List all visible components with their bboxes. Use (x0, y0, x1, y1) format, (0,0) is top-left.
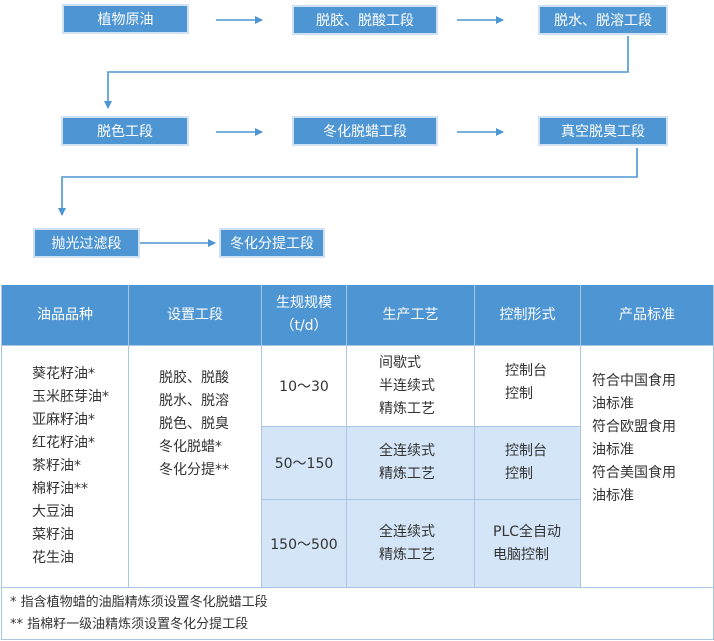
flow-connectors (58, 16, 638, 247)
control-line: 控制台 (505, 363, 547, 379)
standard-line: 符合中国食用 (592, 373, 676, 389)
footnote-area: * 指含植物蜡的油脂精炼须设置冬化脱蜡工段 ** 指棉籽一级油精炼须设置冬化分提… (1, 588, 714, 640)
oil-type-item: 花生油 (32, 550, 74, 566)
scale-value: 150～500 (270, 536, 338, 553)
process-cell-2: 全连续式 精炼工艺 (347, 427, 475, 500)
scale-value: 10～30 (279, 379, 329, 395)
oil-type-item: 大豆油 (32, 504, 74, 520)
connector-row1-row2 (104, 36, 629, 109)
header-oil-type: 油品品种 (1, 285, 129, 346)
section-item: 冬化脱蜡* (159, 439, 222, 455)
section-item: 脱水、脱溶 (159, 393, 229, 409)
process-line: 半连续式 (379, 377, 435, 394)
process-table: 油品品种 设置工段 生规规模 （t/d） 生产工艺 控制形式 产品标准 葵花籽油… (1, 285, 714, 640)
process-line: 全连续式 (379, 523, 435, 540)
header-control: 控制形式 (475, 285, 581, 346)
header-scale-text: 生规规模 (276, 295, 332, 311)
header-scale-unit: （t/d） (280, 318, 328, 334)
header-standard-text: 产品标准 (619, 307, 675, 323)
standard-line: 符合美国食用 (592, 465, 676, 481)
flow-step-winterization: 冬化脱蜡工段 (292, 116, 438, 146)
standard-line: 油标准 (592, 396, 634, 412)
header-standard: 产品标准 (581, 285, 714, 346)
sections-cell: 脱胶、脱酸 脱水、脱溶 脱色、脱臭 冬化脱蜡* 冬化分提** (129, 346, 262, 588)
process-line: 精炼工艺 (379, 546, 435, 563)
header-oil-type-text: 油品品种 (37, 307, 93, 323)
header-process: 生产工艺 (347, 285, 475, 346)
control-line: PLC全自动 (493, 523, 562, 540)
flow-step-degumming-deacid: 脱胶、脱酸工段 (292, 5, 438, 35)
oil-type-item: 葵花籽油* (32, 366, 95, 382)
process-line: 精炼工艺 (379, 466, 435, 482)
process-cell-1: 间歇式 半连续式 精炼工艺 (347, 346, 475, 427)
standard-line: 油标准 (592, 442, 634, 458)
standard-line: 符合欧盟食用 (592, 419, 676, 435)
oil-type-item: 茶籽油* (32, 458, 81, 474)
flow-step-dehydration: 脱水、脱溶工段 (538, 5, 668, 35)
header-scale: 生规规模 （t/d） (262, 285, 347, 346)
standard-line: 油标准 (592, 488, 634, 504)
process-line: 全连续式 (379, 443, 435, 459)
oil-type-item: 亚麻籽油* (32, 412, 95, 428)
section-item: 冬化分提** (159, 462, 229, 478)
scale-value: 50～150 (274, 456, 334, 472)
section-item: 脱色、脱臭 (159, 416, 229, 432)
control-line: 控制台 (505, 443, 547, 459)
control-line: 控制 (505, 386, 533, 402)
control-line: 控制 (505, 466, 533, 482)
header-control-text: 控制形式 (499, 307, 556, 323)
oil-type-item: 菜籽油 (32, 527, 74, 543)
oil-type-item: 棉籽油** (32, 481, 88, 497)
oil-type-item: 玉米胚芽油* (32, 389, 109, 405)
flow-step-crude-oil: 植物原油 (62, 4, 189, 34)
control-cell-3: PLC全自动 电脑控制 (475, 500, 581, 588)
section-item: 脱胶、脱酸 (159, 370, 229, 386)
header-sections-text: 设置工段 (167, 307, 223, 323)
flow-step-fractionation: 冬化分提工段 (219, 228, 325, 258)
flow-step-polish-filter: 抛光过滤段 (33, 228, 140, 258)
oil-type-item: 红花籽油* (32, 435, 95, 451)
footnote-2: ** 指棉籽一级油精炼须设置冬化分提工段 (10, 617, 249, 632)
oil-type-cell: 葵花籽油* 玉米胚芽油* 亚麻籽油* 红花籽油* 茶籽油* 棉籽油** 大豆油 … (1, 346, 129, 588)
control-cell-2: 控制台 控制 (475, 427, 581, 500)
flow-step-deodorization: 真空脱臭工段 (538, 116, 668, 146)
scale-cell-1: 10～30 (262, 346, 347, 427)
standards-cell: 符合中国食用 油标准 符合欧盟食用 油标准 符合美国食用 油标准 (581, 346, 714, 588)
header-process-text: 生产工艺 (382, 307, 439, 323)
process-line: 精炼工艺 (379, 400, 435, 417)
process-line: 间歇式 (379, 354, 421, 371)
scale-cell-2: 50～150 (262, 427, 347, 500)
header-sections: 设置工段 (129, 285, 262, 346)
scale-cell-3: 150～500 (262, 500, 347, 588)
control-cell-1: 控制台 控制 (475, 346, 581, 427)
footnote-1: * 指含植物蜡的油脂精炼须设置冬化脱蜡工段 (10, 595, 268, 610)
control-line: 电脑控制 (493, 546, 549, 563)
flow-step-bleaching: 脱色工段 (61, 116, 189, 146)
process-cell-3: 全连续式 精炼工艺 (347, 500, 475, 588)
connector-row2-row3 (58, 148, 638, 216)
